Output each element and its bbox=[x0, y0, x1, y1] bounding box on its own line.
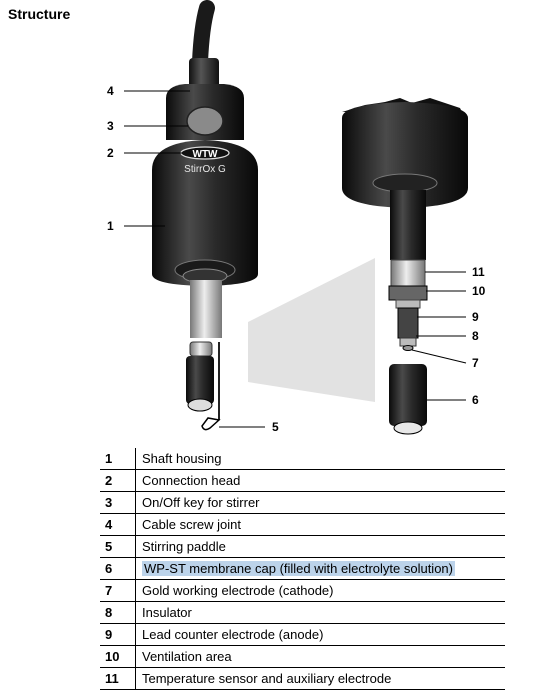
part-number: 9 bbox=[100, 623, 136, 646]
section-title: Structure bbox=[8, 6, 71, 22]
shaft-housing bbox=[152, 140, 258, 286]
part-number: 2 bbox=[100, 469, 136, 492]
callout-8: 8 bbox=[472, 329, 479, 343]
on-off-key bbox=[186, 106, 224, 136]
sensor-full-view: WTW StirrOx G bbox=[152, 0, 258, 431]
part-number: 5 bbox=[100, 535, 136, 558]
table-row: 8 Insulator bbox=[100, 601, 505, 624]
part-description: Temperature sensor and auxiliary electro… bbox=[135, 667, 505, 690]
part-description-cell: WP-ST membrane cap (filled with electrol… bbox=[135, 557, 505, 580]
part-number: 6 bbox=[100, 557, 136, 580]
part-description: Connection head bbox=[135, 469, 505, 492]
sensor-detail-view bbox=[342, 98, 468, 435]
table-row: 3 On/Off key for stirrer bbox=[100, 491, 505, 514]
gold-working-electrode bbox=[402, 345, 414, 351]
part-description: Insulator bbox=[135, 601, 505, 624]
temperature-sensor bbox=[390, 259, 426, 287]
callout-11: 11 bbox=[472, 265, 485, 279]
model-label: StirrOx G bbox=[184, 164, 226, 175]
parts-legend-table: 1 Shaft housing 2 Connection head 3 On/O… bbox=[100, 448, 505, 690]
part-description: On/Off key for stirrer bbox=[135, 491, 505, 514]
sensor-structure-illustration: WTW StirrOx G bbox=[107, 0, 486, 435]
callout-7: 7 bbox=[472, 356, 479, 370]
table-row-highlighted: 6 WP-ST membrane cap (filled with electr… bbox=[100, 557, 505, 580]
part-number: 10 bbox=[100, 645, 136, 668]
part-description: Gold working electrode (cathode) bbox=[135, 579, 505, 602]
table-row: 4 Cable screw joint bbox=[100, 513, 505, 536]
table-row: 10 Ventilation area bbox=[100, 645, 505, 668]
part-description: Lead counter electrode (anode) bbox=[135, 623, 505, 646]
callout-1: 1 bbox=[107, 219, 114, 233]
callout-2: 2 bbox=[107, 146, 114, 160]
part-description: Stirring paddle bbox=[135, 535, 505, 558]
callout-4: 4 bbox=[107, 84, 114, 98]
part-description: Cable screw joint bbox=[135, 513, 505, 536]
callout-6: 6 bbox=[472, 393, 479, 407]
lead-counter-electrode bbox=[397, 307, 419, 339]
part-number: 1 bbox=[100, 448, 136, 470]
callout-9: 9 bbox=[472, 310, 479, 324]
part-number: 3 bbox=[100, 491, 136, 514]
membrane-cap-detail bbox=[389, 364, 427, 426]
shaft-detail bbox=[390, 190, 426, 260]
cable-screw-joint bbox=[189, 58, 219, 88]
table-row: 7 Gold working electrode (cathode) bbox=[100, 579, 505, 602]
text-selection-highlight[interactable]: WP-ST membrane cap (filled with electrol… bbox=[142, 561, 455, 576]
table-row: 5 Stirring paddle bbox=[100, 535, 505, 558]
cable bbox=[192, 0, 215, 70]
membrane-cap-mounted bbox=[186, 356, 214, 404]
part-number: 11 bbox=[100, 667, 136, 690]
callout-10: 10 bbox=[472, 284, 486, 298]
stirring-paddle bbox=[201, 417, 221, 431]
insulator bbox=[399, 337, 417, 347]
table-row: 2 Connection head bbox=[100, 469, 505, 492]
part-description: Shaft housing bbox=[135, 448, 505, 470]
part-number: 4 bbox=[100, 513, 136, 536]
table-row: 1 Shaft housing bbox=[100, 448, 505, 470]
callout-lines bbox=[124, 90, 467, 428]
ventilation-area bbox=[388, 285, 428, 301]
callout-3: 3 bbox=[107, 119, 114, 133]
part-description: Ventilation area bbox=[135, 645, 505, 668]
part-number: 8 bbox=[100, 601, 136, 624]
table-row: 11 Temperature sensor and auxiliary elec… bbox=[100, 667, 505, 690]
callout-5: 5 bbox=[272, 420, 279, 434]
part-number: 7 bbox=[100, 579, 136, 602]
table-row: 9 Lead counter electrode (anode) bbox=[100, 623, 505, 646]
brand-logo-text: WTW bbox=[193, 149, 219, 160]
electrode-shaft bbox=[190, 280, 222, 338]
zoom-wedge bbox=[248, 258, 375, 402]
